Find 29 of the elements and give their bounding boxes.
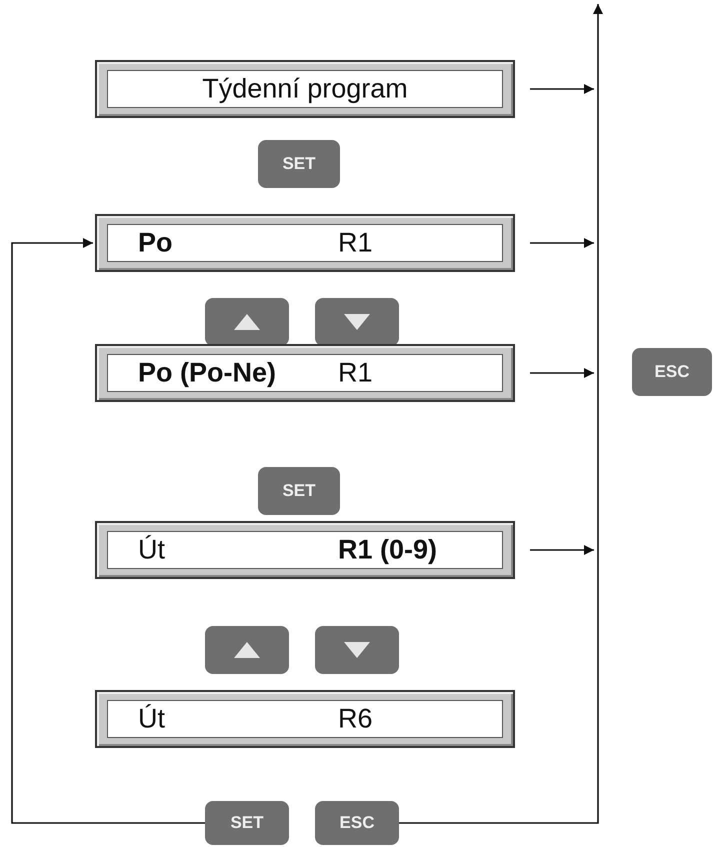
arrow: [11, 238, 205, 824]
arrow: [399, 4, 603, 824]
display-text: Týdenní program: [202, 74, 408, 104]
arrow-key-button: [315, 626, 399, 674]
arrow: [530, 368, 594, 378]
display-text: Út: [138, 534, 165, 566]
arrow-key-button: [205, 626, 289, 674]
arrow: [530, 238, 594, 248]
display-text: Út: [138, 704, 165, 734]
lcd-display: [95, 60, 515, 118]
key-button: SET: [205, 801, 289, 845]
display-text: Po (Po-Ne): [138, 358, 276, 388]
arrow: [530, 545, 594, 555]
arrow-key-button: [205, 298, 289, 346]
key-button: SET: [258, 140, 340, 188]
key-button: ESC: [632, 348, 712, 396]
arrow: [530, 84, 594, 94]
lcd-display: [95, 521, 515, 579]
display-text: R1: [338, 228, 373, 258]
display-text: R1: [338, 358, 373, 388]
lcd-display: [95, 214, 515, 272]
display-text: R1 (0-9): [338, 534, 438, 566]
display-text: R6: [338, 704, 373, 734]
lcd-display: [95, 690, 515, 748]
display-text: Po: [138, 228, 173, 258]
lcd-display: [95, 344, 515, 402]
key-button: SET: [258, 467, 340, 515]
key-button: ESC: [315, 801, 399, 845]
arrow-key-button: [315, 298, 399, 346]
